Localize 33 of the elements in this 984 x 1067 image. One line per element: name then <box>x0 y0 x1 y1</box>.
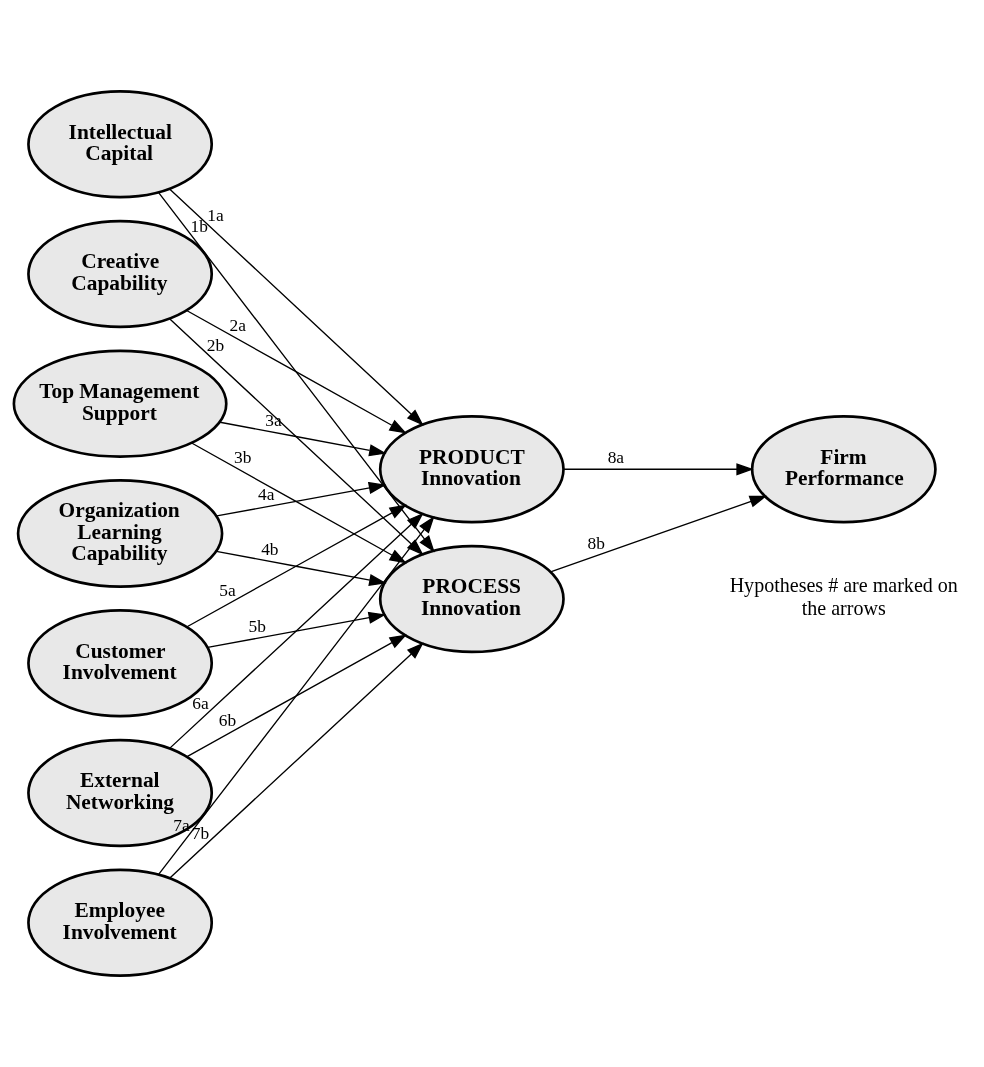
edge-label: 6a <box>192 694 209 714</box>
arrow <box>168 318 424 556</box>
edge-label: 3b <box>234 448 252 468</box>
node-ellipse: Intellectual Capital <box>27 90 214 199</box>
edge-label: 2a <box>229 315 246 335</box>
edge-label: 1b <box>190 216 208 236</box>
label: Hypotheses # are marked on the arrows <box>729 574 958 620</box>
node-ellipse: Employee Involvement <box>27 868 214 977</box>
arrow <box>186 634 407 758</box>
arrow <box>549 495 768 573</box>
arrow <box>168 512 424 750</box>
edge-label: 7b <box>191 823 210 843</box>
arrow <box>157 515 435 876</box>
arrow <box>157 191 435 553</box>
arrow <box>168 642 424 879</box>
node-ellipse: PROCESS Innovation <box>378 544 565 654</box>
arrow <box>215 550 387 587</box>
arrow <box>562 463 754 476</box>
edge-label: 3a <box>265 410 282 430</box>
arrow <box>207 611 386 649</box>
edge-label: 6b <box>218 710 237 730</box>
arrow <box>219 421 387 457</box>
edge-label: 4a <box>258 485 275 505</box>
edge-label: 5b <box>248 616 266 636</box>
edge-label: 8b <box>587 533 605 553</box>
edge-label: 8a <box>607 447 625 467</box>
arrow <box>186 309 407 434</box>
arrow <box>168 188 424 426</box>
arrow <box>216 481 387 517</box>
edge-label: 4b <box>261 539 279 559</box>
arrow <box>186 504 407 628</box>
arrow <box>191 442 407 564</box>
node-ellipse: PRODUCT Innovation <box>378 415 565 524</box>
